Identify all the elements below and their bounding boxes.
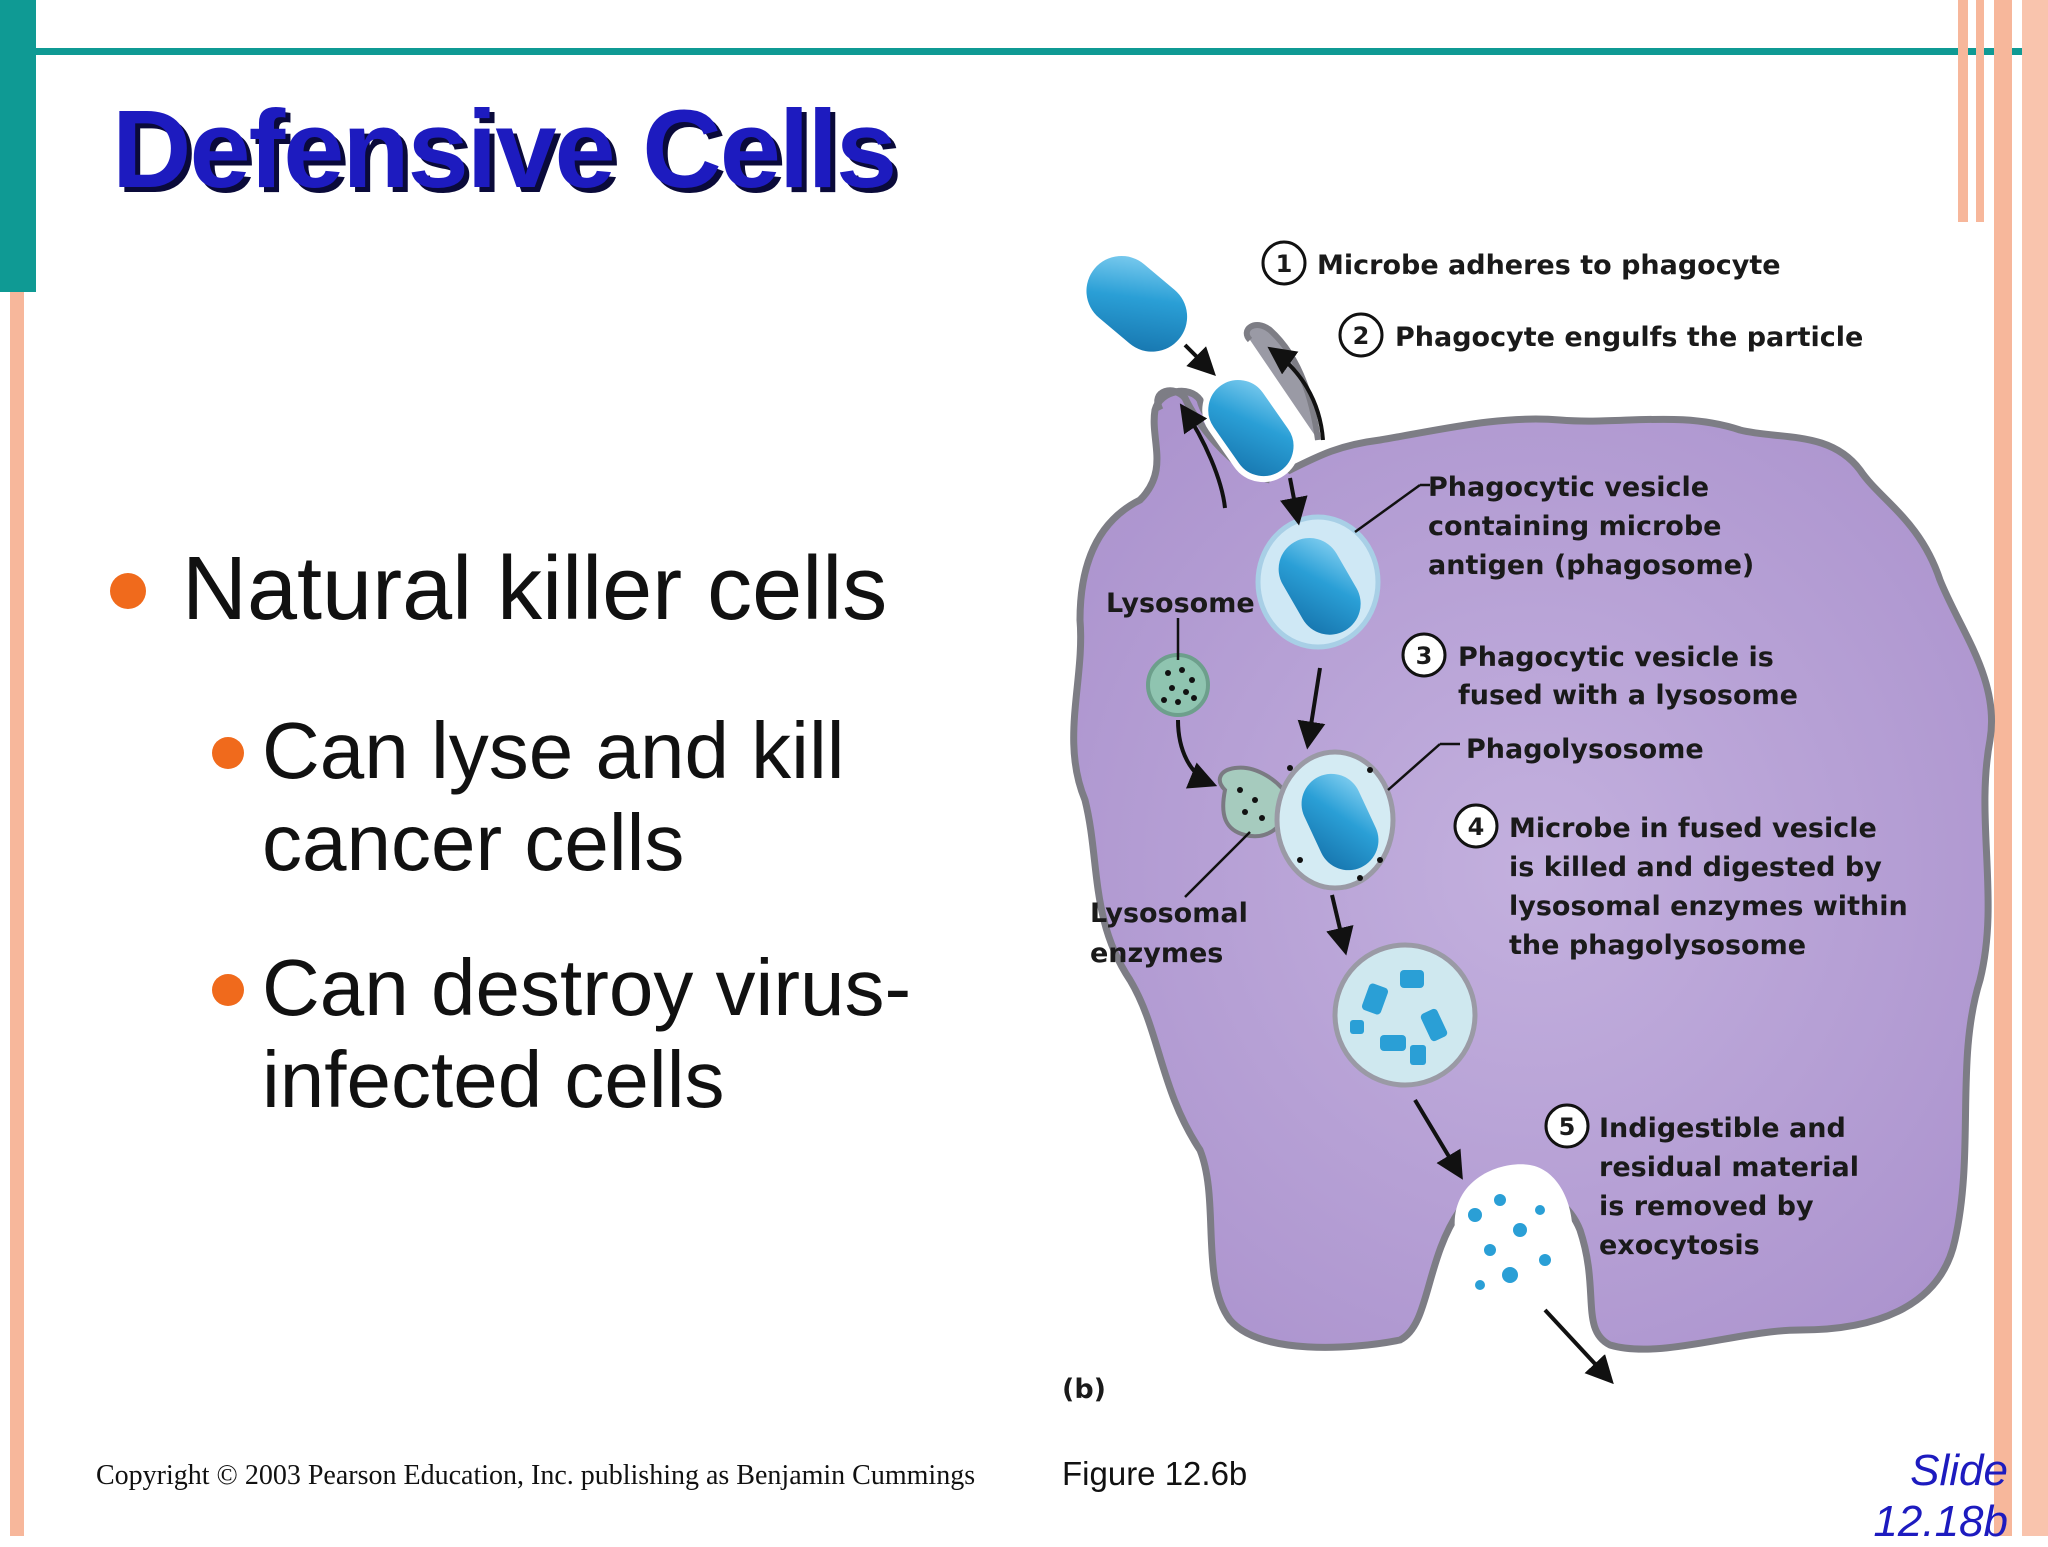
enzymes-label-line-1: Lysosomal [1090, 898, 1248, 929]
phagolysosome-label: Phagolysosome [1466, 734, 1704, 765]
microbe-engulfed [1202, 374, 1300, 483]
step-4-number: 4 [1468, 813, 1485, 841]
step-4-line-1: Microbe in fused vesicle [1509, 813, 1877, 844]
process-arrows [1176, 343, 1614, 1385]
panel-label: (b) [1062, 1374, 1106, 1405]
pseudopod-right [1243, 322, 1321, 441]
top-teal-rule [36, 48, 2030, 55]
bullet-dot [212, 974, 244, 1006]
bullet-text: Natural killer cells [182, 539, 888, 639]
enzymes-label-line-2: enzymes [1090, 938, 1223, 969]
slide-number-value: 12.18b [1873, 1496, 2008, 1546]
step-5-line-3: is removed by [1599, 1191, 1814, 1222]
step-5-number: 5 [1559, 1113, 1576, 1141]
left-peach-stripe [10, 292, 24, 1536]
step-3-number: 3 [1416, 642, 1433, 670]
step-4-line-2: is killed and digested by [1509, 852, 1882, 883]
step-3-line-1: Phagocytic vesicle is [1458, 642, 1774, 673]
right-peach-stripe-3 [1994, 0, 2012, 1536]
sub-bullet-line-2: infected cells [262, 1035, 725, 1124]
step-4-line-3: lysosomal enzymes within [1509, 891, 1908, 922]
step-1-text: Microbe adheres to phagocyte [1317, 250, 1781, 281]
right-peach-stripe-2 [1976, 0, 1984, 222]
phagosome-label-line-1: Phagocytic vesicle [1428, 472, 1709, 503]
slide-title: Defensive Cells [112, 88, 897, 211]
step-1-number: 1 [1276, 250, 1293, 278]
sub-bullet-line-1: Can destroy virus- [262, 943, 912, 1032]
sub-bullet-text: Can destroy virus- infected cells [262, 942, 911, 1126]
digestion-vesicle [1332, 942, 1478, 1088]
slide-number-label: Slide [1910, 1446, 2008, 1495]
bullet-dot [110, 573, 146, 609]
left-teal-bar [0, 0, 36, 292]
sub-bullet-text: Can lyse and kill cancer cells [262, 705, 845, 889]
lysosome-enzymes-dots [1161, 667, 1197, 705]
exocytosis-pocket [1454, 1164, 1573, 1319]
step-4-line-4: the phagolysosome [1509, 930, 1806, 961]
lysosome-label: Lysosome [1106, 588, 1255, 619]
step-5-line-1: Indigestible and [1599, 1113, 1846, 1144]
sub-bullet-line-2: cancer cells [262, 798, 685, 887]
step-number-badges [1261, 240, 1590, 1149]
phagosome-label-line-3: antigen (phagosome) [1428, 550, 1754, 581]
right-peach-stripe-1 [1958, 0, 1968, 222]
step-2-number: 2 [1353, 322, 1370, 350]
step-5-line-4: exocytosis [1599, 1230, 1760, 1261]
microbe-free [1086, 255, 1188, 352]
step-5-line-2: residual material [1599, 1152, 1859, 1183]
label-leader-lines [1176, 483, 1460, 898]
residual-fragments [1468, 1194, 1551, 1290]
phagosome-label-line-2: containing microbe [1428, 511, 1721, 542]
microbe-in-phagolysosome [1301, 773, 1379, 871]
copyright-notice: Copyright © 2003 Pearson Education, Inc.… [96, 1460, 976, 1491]
sub-bullet-line-1: Can lyse and kill [262, 706, 845, 795]
figure-reference: Figure 12.6b [1062, 1455, 1248, 1492]
bullet-dot [212, 737, 244, 769]
digested-fragments [1350, 970, 1448, 1065]
right-peach-stripe-4 [2022, 0, 2048, 1536]
phagolysosome-enzyme-dots [1237, 765, 1383, 881]
step-3-line-2: fused with a lysosome [1458, 680, 1798, 711]
slide-number: Slide 12.18b [1873, 1446, 2008, 1547]
phagocytosis-figure: 1 2 3 4 5 Microbe adheres to phagocyte P… [1062, 240, 1995, 1405]
microbe-in-phagosome [1278, 538, 1361, 635]
lysosome [1146, 653, 1210, 717]
step-2-text: Phagocyte engulfs the particle [1395, 322, 1863, 353]
